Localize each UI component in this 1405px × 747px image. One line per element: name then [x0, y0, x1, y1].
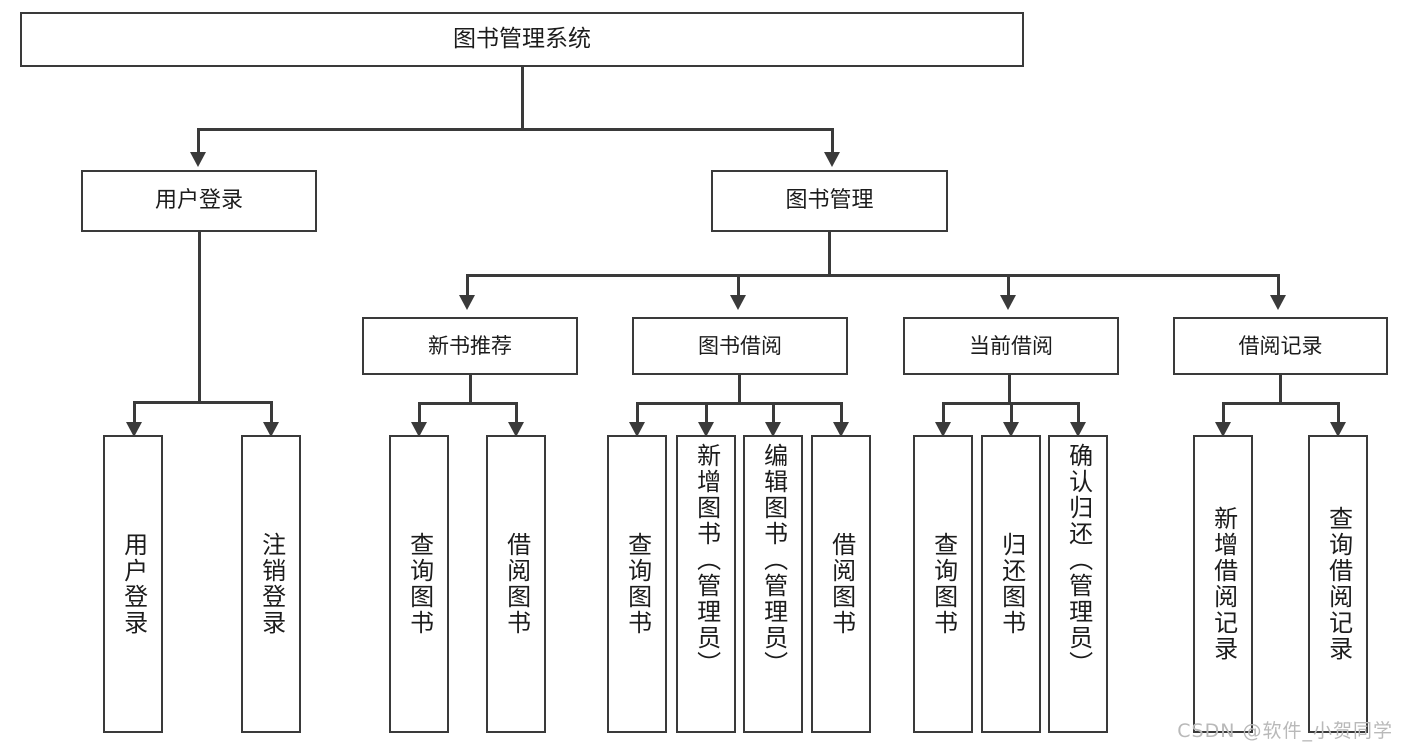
leaf-borrow-book-1[interactable]: 借阅图书	[486, 435, 546, 733]
leaf-user-logout[interactable]: 注销登录	[241, 435, 301, 733]
arrowhead-current-borrow-to-leaf-2	[1003, 422, 1019, 437]
connector-new-book-to-leaf-1	[418, 402, 421, 425]
connector-root-stem	[521, 67, 524, 130]
leaf-query-book-1[interactable]: 查询图书	[389, 435, 449, 733]
connector-book-manage-bus	[466, 274, 1280, 277]
node-new-book-recommend[interactable]: 新书推荐	[362, 317, 578, 375]
node-current-borrow[interactable]: 当前借阅	[903, 317, 1119, 375]
arrowhead-book-manage-to-borrow-record	[1270, 295, 1286, 310]
connector-root-to-book-manage	[831, 128, 834, 155]
arrowhead-user-login-to-leaf-2	[263, 422, 279, 437]
node-book-manage[interactable]: 图书管理	[711, 170, 948, 232]
arrowhead-book-manage-to-book-borrow	[730, 295, 746, 310]
connector-book-borrow-stem	[738, 375, 741, 404]
connector-current-borrow-to-leaf-2	[1010, 402, 1013, 425]
connector-book-borrow-to-leaf-1	[636, 402, 639, 425]
arrowhead-book-borrow-to-leaf-4	[833, 422, 849, 437]
connector-new-book-to-leaf-2	[515, 402, 518, 425]
arrowhead-current-borrow-to-leaf-1	[935, 422, 951, 437]
leaf-borrow-book-2[interactable]: 借阅图书	[811, 435, 871, 733]
connector-root-to-user-login	[197, 128, 200, 155]
node-book-borrow[interactable]: 图书借阅	[632, 317, 848, 375]
node-borrow-record[interactable]: 借阅记录	[1173, 317, 1388, 375]
connector-borrow-record-stem	[1279, 375, 1282, 404]
connector-book-manage-stem	[828, 232, 831, 276]
connector-book-borrow-to-leaf-4	[840, 402, 843, 425]
connector-user-login-bus	[133, 401, 273, 404]
arrowhead-borrow-record-to-leaf-2	[1330, 422, 1346, 437]
arrowhead-new-book-to-leaf-1	[411, 422, 427, 437]
leaf-user-login[interactable]: 用户登录	[103, 435, 163, 733]
connector-root-bus	[197, 128, 834, 131]
node-user-login[interactable]: 用户登录	[81, 170, 317, 232]
connector-user-login-stem	[198, 232, 201, 403]
connector-book-manage-to-book-borrow	[737, 274, 740, 298]
arrowhead-book-borrow-to-leaf-3	[765, 422, 781, 437]
connector-book-manage-to-current-borrow	[1007, 274, 1010, 298]
leaf-confirm-return[interactable]: 确认归还（管理员）	[1048, 435, 1108, 733]
connector-user-login-to-leaf-2	[270, 401, 273, 425]
arrowhead-book-borrow-to-leaf-2	[698, 422, 714, 437]
arrowhead-root-to-book-manage	[824, 152, 840, 167]
node-root-system[interactable]: 图书管理系统	[20, 12, 1024, 67]
connector-book-borrow-to-leaf-2	[705, 402, 708, 425]
leaf-return-book[interactable]: 归还图书	[981, 435, 1041, 733]
connector-borrow-record-to-leaf-2	[1337, 402, 1340, 425]
leaf-edit-book[interactable]: 编辑图书（管理员）	[743, 435, 803, 733]
arrowhead-borrow-record-to-leaf-1	[1215, 422, 1231, 437]
leaf-query-record[interactable]: 查询借阅记录	[1308, 435, 1368, 733]
connector-user-login-to-leaf-1	[133, 401, 136, 425]
connector-borrow-record-bus	[1222, 402, 1339, 405]
connector-book-manage-to-borrow-record	[1277, 274, 1280, 298]
leaf-add-book[interactable]: 新增图书（管理员）	[676, 435, 736, 733]
leaf-query-book-2[interactable]: 查询图书	[607, 435, 667, 733]
arrowhead-book-borrow-to-leaf-1	[629, 422, 645, 437]
connector-current-borrow-to-leaf-3	[1077, 402, 1080, 425]
connector-book-borrow-to-leaf-3	[772, 402, 775, 425]
connector-book-borrow-bus	[636, 402, 843, 405]
arrowhead-book-manage-to-new-book	[459, 295, 475, 310]
arrowhead-book-manage-to-current-borrow	[1000, 295, 1016, 310]
connector-current-borrow-to-leaf-1	[942, 402, 945, 425]
connector-new-book-stem	[469, 375, 472, 404]
arrowhead-user-login-to-leaf-1	[126, 422, 142, 437]
connector-current-borrow-stem	[1008, 375, 1011, 404]
connector-borrow-record-to-leaf-1	[1222, 402, 1225, 425]
leaf-add-record[interactable]: 新增借阅记录	[1193, 435, 1253, 733]
arrowhead-new-book-to-leaf-2	[508, 422, 524, 437]
arrowhead-root-to-user-login	[190, 152, 206, 167]
leaf-query-book-3[interactable]: 查询图书	[913, 435, 973, 733]
connector-new-book-bus	[418, 402, 518, 405]
arrowhead-current-borrow-to-leaf-3	[1070, 422, 1086, 437]
connector-book-manage-to-new-book	[466, 274, 469, 298]
